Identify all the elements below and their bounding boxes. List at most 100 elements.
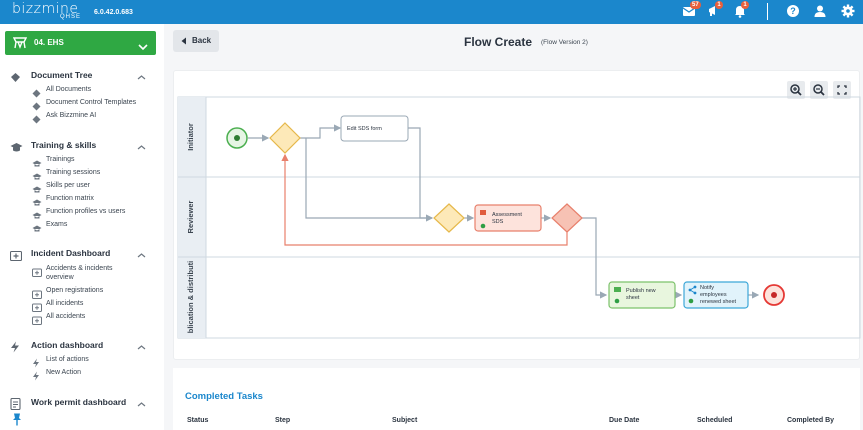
fit-to-screen-button[interactable]	[833, 81, 851, 99]
chevron-up-icon[interactable]	[137, 68, 146, 86]
sidebar-item-document-control-templates[interactable]: Document Control Templates	[46, 99, 137, 106]
end-event-dot	[771, 292, 777, 298]
sidebar-item-function-profiles-vs-users[interactable]: Function profiles vs users	[46, 208, 126, 215]
chevron-up-icon[interactable]	[137, 246, 146, 264]
status-dot-icon	[614, 298, 620, 304]
training-icon	[32, 207, 42, 225]
task-publish-new-sheet[interactable]	[608, 281, 676, 309]
task-edit-sds-form[interactable]	[340, 115, 409, 142]
zoom-in-button[interactable]	[787, 81, 805, 99]
task-notify-label-3: renewed sheet	[700, 299, 737, 305]
app-logo[interactable]: bizzmine	[12, 1, 79, 17]
module-label: 04. EHS	[34, 38, 64, 47]
help-icon[interactable]: ?	[786, 4, 802, 20]
sidebar-item-accidents-incidents-overview-cont[interactable]: overview	[46, 274, 74, 281]
module-selector[interactable]: 04. EHS	[5, 31, 156, 55]
lane-label-publication: blication & distributi	[186, 261, 195, 334]
lightning-icon	[32, 368, 40, 386]
chevron-up-icon[interactable]	[137, 138, 146, 156]
section-document-tree[interactable]: Document Tree	[31, 70, 93, 80]
section-training-skills[interactable]: Training & skills	[31, 140, 97, 150]
sidebar: 04. EHS Document Tree All Documents Docu…	[0, 24, 164, 430]
task-publish-label: Publish new	[626, 288, 656, 294]
sidebar-item-trainings[interactable]: Trainings	[46, 156, 75, 163]
completed-tasks-title: Completed Tasks	[185, 391, 263, 402]
page-subtitle: (Flow Version 2)	[541, 39, 588, 46]
sidebar-item-open-registrations[interactable]: Open registrations	[46, 287, 104, 294]
completed-tasks-panel	[173, 368, 860, 430]
zoom-out-icon	[813, 84, 825, 96]
announcement-icon[interactable]: 1	[707, 1, 723, 20]
zoom-out-button[interactable]	[810, 81, 828, 99]
sidebar-item-skills-per-user[interactable]: Skills per user	[46, 182, 90, 189]
reject-connector	[281, 153, 568, 246]
task-publish-label-2: sheet	[626, 295, 640, 301]
sidebar-item-new-action[interactable]: New Action	[46, 369, 82, 376]
chevron-down-icon	[138, 38, 148, 56]
status-dot-icon	[480, 223, 486, 229]
bell-icon[interactable]: 1	[733, 1, 749, 20]
section-incident-dashboard[interactable]: Incident Dashboard	[31, 248, 111, 258]
training-icon	[32, 155, 42, 173]
chevron-up-icon[interactable]	[137, 395, 146, 413]
top-bar: bizzmine QHSE 6.0.42.0.683 57 1 1 ?	[0, 0, 863, 24]
chevron-up-icon[interactable]	[137, 338, 146, 356]
topbar-divider	[767, 3, 768, 20]
sidebar-item-all-documents[interactable]: All Documents	[46, 86, 92, 93]
sidebar-item-exams[interactable]: Exams	[46, 221, 68, 228]
column-header-scheduled[interactable]: Scheduled	[697, 417, 733, 424]
task-notify-employees[interactable]	[683, 281, 749, 309]
app-version: 6.0.42.0.683	[94, 9, 133, 16]
section-action-dashboard[interactable]: Action dashboard	[31, 340, 104, 350]
column-header-status[interactable]: Status	[187, 417, 209, 424]
training-icon	[32, 220, 42, 238]
gateway-merge[interactable]	[433, 203, 465, 233]
first-aid-kit-icon	[32, 299, 42, 317]
document-icon	[32, 85, 41, 103]
mail-icon[interactable]: 57	[682, 1, 701, 20]
column-header-step[interactable]: Step	[275, 417, 291, 424]
caret-left-icon	[181, 37, 187, 47]
app-logo-sub: QHSE	[60, 14, 82, 20]
first-aid-kit-icon	[9, 248, 23, 266]
pin-icon[interactable]	[12, 413, 22, 430]
task-assessment-label: Assessment	[492, 212, 522, 218]
mail-count-badge: 57	[690, 1, 701, 9]
first-aid-kit-icon	[32, 286, 42, 304]
task-assessment-label-2: SDS	[492, 219, 504, 225]
share-icon	[688, 285, 697, 295]
permit-icon	[10, 397, 21, 415]
lane-label-initiator: Initiator	[186, 123, 195, 151]
mail-icon	[614, 287, 621, 292]
section-work-permit-dashboard[interactable]: Work permit dashboard	[31, 397, 127, 407]
gateway-decision[interactable]	[269, 122, 301, 154]
column-header-due-date[interactable]: Due Date	[609, 417, 640, 424]
zoom-in-icon	[790, 84, 802, 96]
lane-label-reviewer: Reviewer	[186, 200, 195, 233]
sidebar-item-ask-bizzmine-ai[interactable]: Ask Bizzmine AI	[46, 112, 97, 119]
column-header-subject[interactable]: Subject	[392, 417, 418, 424]
task-edit-label: Edit SDS form	[347, 126, 382, 132]
announcement-count-badge: 1	[715, 1, 723, 9]
training-icon	[32, 168, 42, 186]
training-icon	[32, 194, 42, 212]
document-tree-icon	[10, 70, 21, 88]
sidebar-item-list-of-actions[interactable]: List of actions	[46, 356, 89, 363]
module-icon	[12, 36, 28, 54]
column-header-completed-by[interactable]: Completed By	[787, 417, 835, 424]
sidebar-item-accidents-incidents-overview[interactable]: Accidents & incidents	[46, 265, 113, 272]
lightning-icon	[10, 340, 20, 358]
task-assessment-sds[interactable]	[474, 204, 542, 232]
first-aid-kit-icon	[32, 312, 42, 330]
flow-connectors	[248, 124, 760, 299]
training-icon	[32, 181, 42, 199]
back-button[interactable]: Back	[173, 30, 219, 52]
user-icon[interactable]	[813, 4, 829, 20]
sidebar-item-all-incidents[interactable]: All incidents	[46, 300, 84, 307]
settings-gear-icon[interactable]	[841, 4, 857, 20]
sidebar-item-function-matrix[interactable]: Function matrix	[46, 195, 94, 202]
gateway-review-result[interactable]	[551, 203, 583, 233]
sidebar-item-training-sessions[interactable]: Training sessions	[46, 169, 101, 176]
sidebar-item-all-accidents[interactable]: All accidents	[46, 313, 86, 320]
